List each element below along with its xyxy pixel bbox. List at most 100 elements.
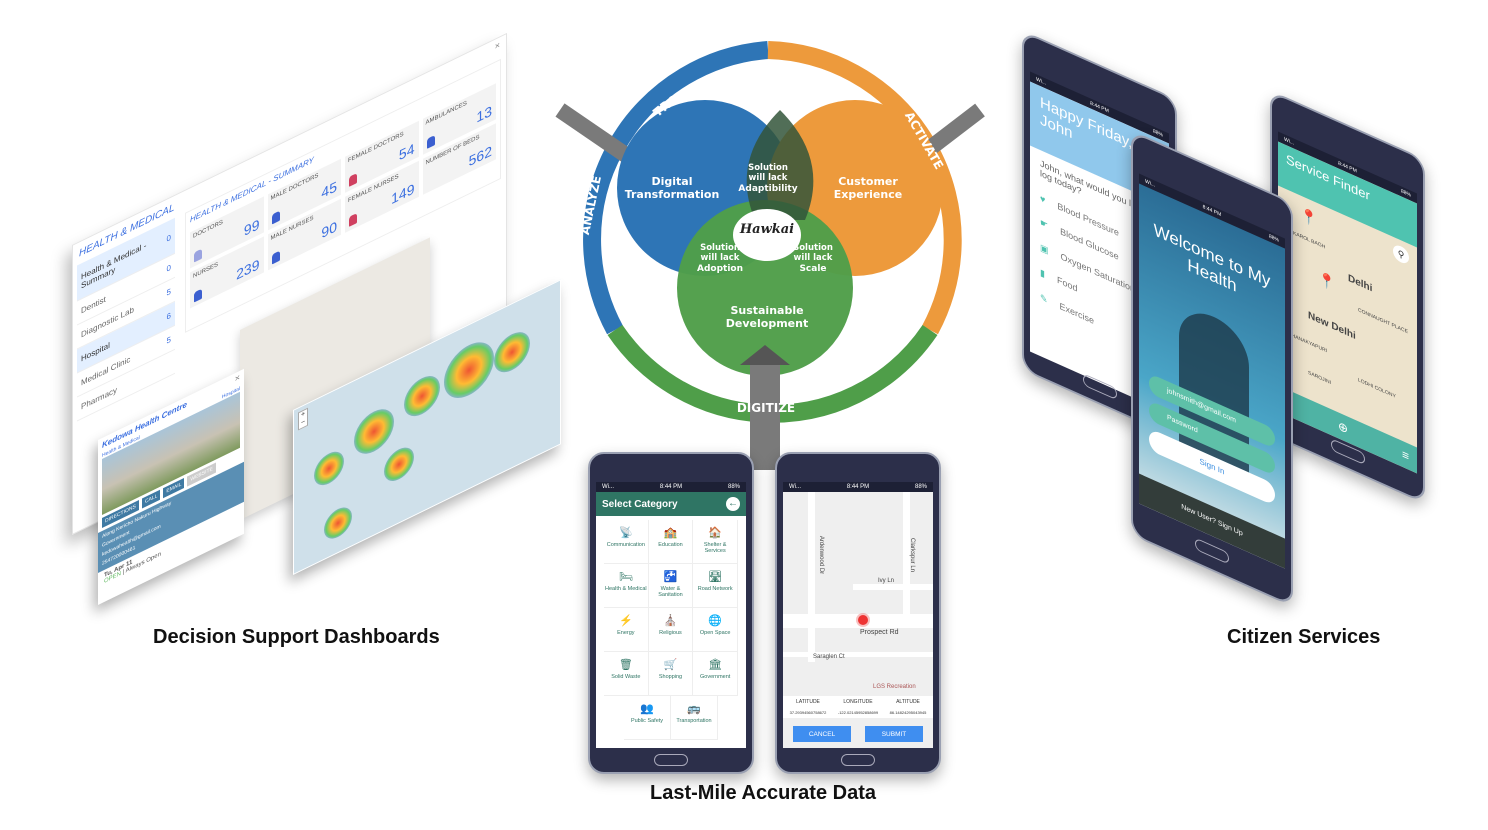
person-icon: [426, 135, 435, 150]
category-tile[interactable]: 🛏 Health & Medical: [604, 564, 649, 608]
category-tile[interactable]: 📡 Communication: [604, 520, 649, 564]
close-icon[interactable]: ×: [494, 39, 500, 52]
category-tile[interactable]: 🗑 Solid Waste: [604, 652, 649, 696]
stat-value: 99: [243, 215, 260, 240]
overlap-top-line: Solution: [748, 163, 788, 173]
category-icon: 🗑: [618, 659, 633, 671]
log-item-icon: ♥: [1040, 193, 1046, 206]
label-digitize: DIGITIZE: [737, 401, 795, 415]
category-icon: ⚡: [618, 615, 633, 627]
log-item-label: Food: [1056, 274, 1078, 294]
map-marker-icon[interactable]: 📍: [1300, 205, 1318, 230]
stat-value: 239: [236, 255, 260, 283]
person-icon: [349, 212, 357, 227]
person-icon: [271, 210, 280, 225]
overlap-right-line: will lack: [794, 253, 833, 263]
street-label: Saraglen Ct: [813, 654, 845, 660]
category-tile[interactable]: 🌐Open Space: [693, 608, 738, 652]
category-label: Health & Medical: [605, 586, 647, 592]
category-label: Shopping: [658, 674, 683, 680]
category-tile[interactable]: 🏠Shelter & Services: [693, 520, 738, 564]
search-icon[interactable]: ⚲: [1393, 242, 1409, 266]
heatmap-cluster: [404, 369, 440, 423]
stat-value: 90: [321, 217, 337, 242]
altitude-value: 86.14824295043945: [889, 710, 927, 715]
log-item-icon: ▮: [1040, 267, 1045, 280]
cancel-button[interactable]: CANCEL: [793, 726, 851, 742]
carrier: Wi...: [602, 484, 614, 490]
home-button[interactable]: [654, 754, 688, 766]
caption-last-mile: Last-Mile Accurate Data: [650, 782, 876, 804]
overlap-right-line: Solution: [793, 243, 833, 253]
category-tile[interactable]: 🛒 Shopping: [648, 652, 694, 696]
street-label: Clarkspur Ln: [909, 537, 916, 573]
category-tile[interactable]: 🚌 Transportation: [671, 696, 718, 740]
category-label: Education: [658, 542, 683, 548]
battery: 88%: [914, 484, 927, 490]
street-label: Prospect Rd: [860, 629, 899, 636]
category-tile[interactable]: 🏛Government: [693, 652, 738, 696]
category-tile[interactable]: 👥 Public Safety: [624, 696, 671, 740]
map-place-label: CONNAUGHT PLACE: [1358, 307, 1408, 336]
altitude-label: ALTITUDE: [896, 699, 920, 705]
stat-value: 13: [476, 102, 492, 126]
zoom-control[interactable]: +−: [298, 407, 308, 431]
person-icon: [349, 172, 357, 187]
menu-icon[interactable]: ≡: [1401, 446, 1409, 464]
category-icon: 🚌: [687, 703, 701, 715]
category-icon: 🛒: [663, 659, 678, 671]
back-arrow-icon[interactable]: ←: [726, 497, 740, 511]
map-place-label: New Delhi: [1308, 309, 1356, 343]
category-label: Water & Sanitation: [658, 586, 683, 598]
category-tile[interactable]: 🏫 Education: [648, 520, 694, 564]
select-category-title: Select Category: [602, 498, 678, 510]
category-icon: 🏛: [708, 659, 723, 671]
category-icon: 👥: [640, 703, 654, 715]
stat-value: 54: [398, 139, 415, 164]
service-finder-title: Service Finder: [1278, 141, 1417, 248]
submit-button[interactable]: SUBMIT: [865, 726, 923, 742]
category-tile[interactable]: ⚡Energy: [604, 608, 649, 652]
street-label: Ivy Ln: [878, 578, 895, 584]
time: 8:44 PM: [659, 484, 683, 490]
person-icon: [194, 288, 202, 303]
category-label: Communication: [606, 542, 645, 548]
add-icon[interactable]: ⊕: [1338, 418, 1349, 437]
coordinates-panel: LATITUDE LONGITUDE ALTITUDE 37.293945607…: [783, 696, 933, 718]
map-place-label: Delhi: [1348, 272, 1373, 295]
overlap-left-line: Adoption: [697, 264, 743, 274]
category-label: Transportation: [676, 718, 712, 724]
category-tile[interactable]: 🛣Road Network: [693, 564, 738, 608]
category-label: Solid Waste: [611, 674, 641, 680]
category-icon: 🏫: [663, 527, 678, 539]
sidebar-item-count: 0: [166, 262, 171, 274]
current-location-icon[interactable]: 📍: [1318, 269, 1336, 294]
category-tile[interactable]: ⛪Religious: [648, 608, 694, 652]
heatmap-cluster: [494, 325, 530, 379]
category-tile[interactable]: 🚰Water & Sanitation: [648, 564, 694, 608]
category-icon: 🛏: [618, 571, 633, 583]
person-icon: [271, 250, 280, 265]
category-label: Religious: [659, 630, 682, 636]
map-place-label: SAROJINI: [1308, 369, 1332, 387]
caption-citizen-services: Citizen Services: [1227, 626, 1381, 648]
stat-value: 562: [468, 142, 492, 170]
stat-value: 149: [391, 179, 415, 208]
category-label: Public Safety: [630, 718, 664, 724]
carrier: Wi...: [789, 484, 801, 490]
longitude-label: LONGITUDE: [843, 699, 873, 705]
location-pin-icon[interactable]: [858, 615, 868, 625]
home-button[interactable]: [841, 754, 875, 766]
category-icon: 📡: [618, 527, 633, 539]
logo-area: [733, 209, 801, 261]
heatmap-cluster: [384, 441, 414, 487]
street-label: LGS Recreation: [873, 684, 916, 690]
hawkai-logo: Hawkai: [739, 222, 794, 237]
